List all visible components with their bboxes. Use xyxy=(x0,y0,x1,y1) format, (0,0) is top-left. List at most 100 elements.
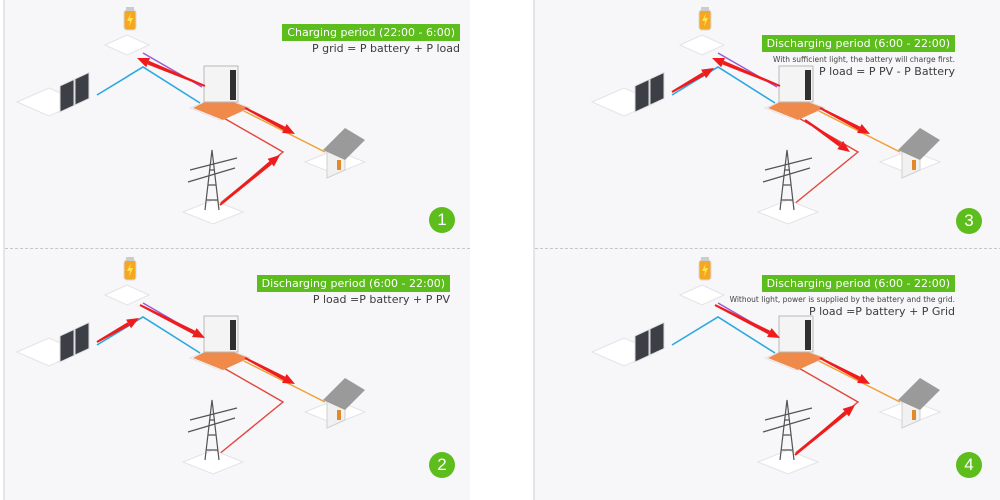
solar-panel-icon xyxy=(59,321,90,363)
power-tower-icon xyxy=(762,149,813,211)
energy-flow-scene xyxy=(15,7,367,225)
inverter-side xyxy=(805,320,811,350)
lightning-icon xyxy=(127,263,133,277)
arrow-inverter-to-battery xyxy=(712,57,781,87)
energy-flow-scene xyxy=(590,257,942,475)
dotted-divider xyxy=(5,248,470,249)
platform xyxy=(756,199,820,225)
arrow-head xyxy=(837,140,850,152)
power-tower-icon xyxy=(187,399,238,461)
panel-1: Charging period (22:00 - 6:00) P grid = … xyxy=(5,0,470,248)
period-title: Charging period (22:00 - 6:00) xyxy=(282,24,460,41)
solar-cell xyxy=(74,71,90,106)
step-number-badge: 3 xyxy=(956,208,982,234)
arrow-shaft xyxy=(819,357,861,381)
tower-frame xyxy=(762,399,813,461)
arrow-head xyxy=(267,155,280,167)
arrow-battery-to-inverter xyxy=(714,304,780,338)
condition-note: Without light, power is supplied by the … xyxy=(729,295,955,304)
arrow-shaft xyxy=(671,72,705,93)
power-formula: P load =P battery + P Grid xyxy=(808,305,955,318)
house-roof xyxy=(898,378,940,410)
power-formula: P load =P battery + P PV xyxy=(312,293,450,306)
scene-group xyxy=(15,257,367,475)
scene-group xyxy=(15,7,367,225)
solar-panel-icon xyxy=(634,321,665,363)
caption: Charging period (22:00 - 6:00) P grid = … xyxy=(282,21,460,55)
energy-flow-scene xyxy=(590,7,942,225)
arrow-head xyxy=(701,68,714,79)
tower-frame xyxy=(762,149,813,211)
condition-note: With sufficient light, the battery will … xyxy=(772,55,955,64)
pv-cable xyxy=(671,316,776,354)
tower-frame xyxy=(187,149,238,211)
solar-cell xyxy=(634,328,650,363)
pv-cable xyxy=(671,66,776,104)
load-cable xyxy=(237,357,326,403)
arrow-shaft xyxy=(819,107,861,131)
platform xyxy=(181,199,245,225)
solar-cell xyxy=(74,321,90,356)
power-formula: P load = P PV - P Battery xyxy=(819,65,955,78)
panel-2: Discharging period (6:00 - 22:00) P load… xyxy=(5,250,470,498)
battery-cap xyxy=(701,257,709,261)
arrow-pv-to-junction xyxy=(671,68,714,93)
arrow-shaft xyxy=(794,411,848,456)
power-tower-icon xyxy=(187,149,238,211)
house-door xyxy=(337,160,341,170)
house-door xyxy=(912,160,916,170)
battery-cap xyxy=(126,7,134,11)
platform xyxy=(103,34,151,56)
tower-frame xyxy=(187,399,238,461)
house-roof xyxy=(323,128,365,160)
caption: Discharging period (6:00 - 22:00) P load… xyxy=(256,272,450,306)
caption: Discharging period (6:00 - 22:00) With s… xyxy=(761,32,955,78)
arrow-inverter-to-house xyxy=(819,357,870,384)
inverter-side xyxy=(805,70,811,100)
arrow-head xyxy=(712,57,725,68)
battery-cap xyxy=(701,7,709,11)
pv-cable xyxy=(96,316,201,354)
arrow-shaft xyxy=(147,60,206,87)
grid-cable xyxy=(214,362,285,456)
load-cable xyxy=(812,107,901,153)
arrow-head xyxy=(857,374,870,384)
lightning-icon xyxy=(127,13,133,27)
arrow-shaft xyxy=(714,304,771,335)
platform xyxy=(181,449,245,475)
pv-cable xyxy=(96,66,201,104)
left-column: Charging period (22:00 - 6:00) P grid = … xyxy=(3,0,470,500)
house-roof xyxy=(898,128,940,160)
inverter-side xyxy=(230,320,236,350)
arrow-shaft xyxy=(804,119,842,147)
arrow-inverter-to-grid xyxy=(804,119,850,152)
arrow-inverter-to-house xyxy=(819,107,870,134)
arrow-shaft xyxy=(219,161,273,206)
panel-3: Discharging period (6:00 - 22:00) With s… xyxy=(535,0,1000,248)
platform xyxy=(678,284,726,306)
arrow-shaft xyxy=(139,304,196,335)
arrow-head xyxy=(282,124,295,134)
arrow-inverter-to-battery xyxy=(137,57,206,87)
arrow-pv-to-junction xyxy=(96,318,139,343)
period-title: Discharging period (6:00 - 22:00) xyxy=(256,275,450,292)
step-number-badge: 1 xyxy=(429,207,455,233)
grid-cable xyxy=(789,112,860,206)
house-roof xyxy=(323,378,365,410)
arrow-shaft xyxy=(244,107,286,131)
arrow-grid-to-inverter xyxy=(219,155,280,206)
period-title: Discharging period (6:00 - 22:00) xyxy=(761,275,955,292)
house-door xyxy=(337,410,341,420)
solar-cell xyxy=(59,78,75,113)
arrow-battery-to-inverter xyxy=(139,304,205,338)
arrow-inverter-to-house xyxy=(244,107,295,134)
panel-4: Discharging period (6:00 - 22:00) Withou… xyxy=(535,250,1000,498)
arrow-head xyxy=(282,374,295,384)
arrow-inverter-to-house xyxy=(244,357,295,384)
arrow-head xyxy=(767,328,780,338)
dotted-divider xyxy=(535,248,1000,249)
platform xyxy=(678,34,726,56)
arrow-head xyxy=(137,57,150,68)
solar-panel-icon xyxy=(634,71,665,113)
power-formula: P grid = P battery + P load xyxy=(311,42,460,55)
